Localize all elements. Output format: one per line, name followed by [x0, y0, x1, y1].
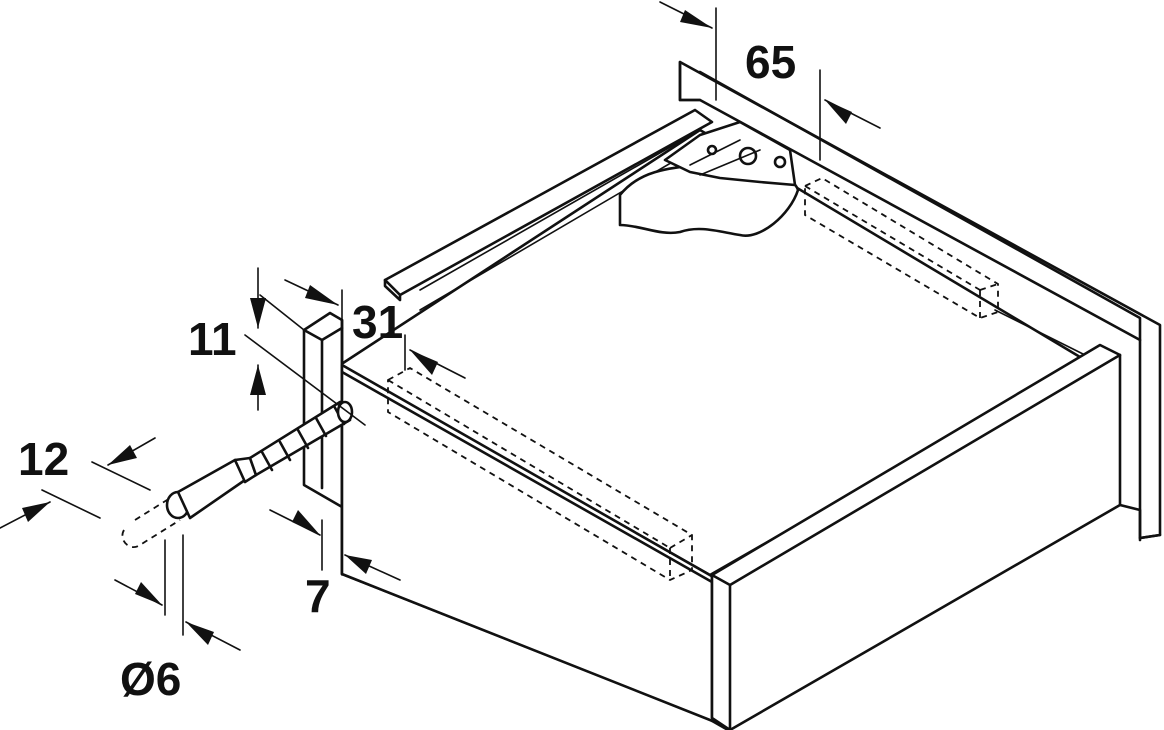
extension-lines: [41, 7, 821, 636]
back-panel: [678, 60, 1162, 540]
dimension-31: 31: [352, 296, 403, 348]
dimension-65: 65: [745, 36, 796, 88]
drawer-front-panel: [710, 343, 1142, 730]
dimension-11: 11: [188, 313, 237, 365]
dimension-diameter-6: Ø6: [120, 653, 181, 705]
runner-hidden-left: [387, 366, 693, 582]
drill-bit: [121, 400, 354, 548]
dimension-12: 12: [18, 433, 69, 485]
dimension-arrows: [0, 1, 881, 651]
dimension-7: 7: [305, 570, 331, 622]
side-panel-left: [383, 108, 714, 302]
runner-hidden-right: [804, 176, 999, 319]
locking-device: [618, 120, 800, 237]
